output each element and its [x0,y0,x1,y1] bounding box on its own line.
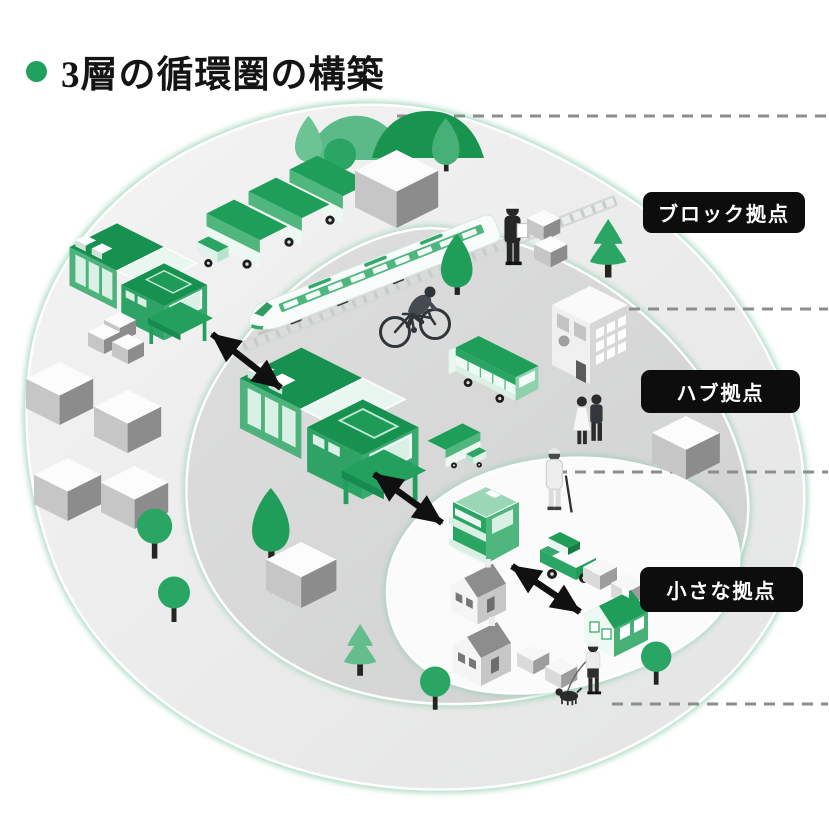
double-arrow-hub-small [372,471,444,526]
dog-walker-icon [555,641,602,706]
man-icon [590,394,603,441]
dog-icon [555,687,583,706]
office-building-icon [552,286,628,384]
label-small-base: 小さな拠点 [640,567,803,612]
small-shop-icon [449,485,520,564]
green-house-icon [584,587,648,657]
woman-icon [572,396,592,445]
double-arrow-block-hub [209,331,284,391]
double-arrow-small-house [510,563,582,615]
page-title: 3層の循環圏の構築 [26,44,385,98]
page-title-text: 3層の循環圏の構築 [61,55,385,96]
railway-icon [241,195,618,352]
label-hub-base: ハブ拠点 [641,370,800,413]
elderly-person-icon [545,448,573,513]
label-block-base: ブロック拠点 [643,192,805,233]
bus-icon [448,336,539,403]
couple-icon [572,394,603,445]
title-bullet-icon [26,60,47,82]
bicycle-icon [379,286,451,348]
